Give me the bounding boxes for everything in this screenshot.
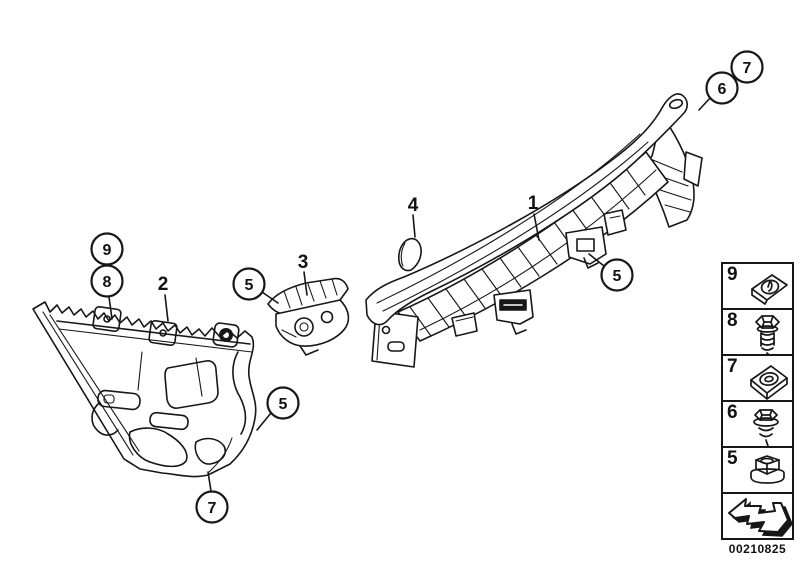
- part-3-label[interactable]: 3: [298, 252, 309, 273]
- flanged-screw-washer-icon: [753, 409, 779, 447]
- part-4-label[interactable]: 4: [408, 195, 419, 216]
- callout-5-right[interactable]: 5: [600, 258, 634, 292]
- svg-text:7: 7: [208, 500, 217, 517]
- callout-9-left[interactable]: 9: [90, 232, 124, 266]
- body-clip-nut-icon: [750, 365, 788, 400]
- image-number: 00210825: [728, 542, 787, 556]
- legend-item-9-number: 9: [727, 264, 738, 285]
- part-1-label[interactable]: 1: [528, 193, 539, 214]
- svg-text:9: 9: [103, 242, 112, 259]
- svg-text:7: 7: [743, 60, 752, 77]
- legend-item-7[interactable]: 7: [721, 354, 794, 402]
- legend-item-5[interactable]: 5: [721, 446, 794, 494]
- legend-item-9[interactable]: 9: [721, 262, 794, 310]
- legend-item-5-number: 5: [727, 448, 738, 469]
- part-1-drawing[interactable]: [365, 93, 703, 368]
- callout-5-bracket[interactable]: 5: [266, 386, 300, 420]
- svg-text:6: 6: [718, 81, 727, 98]
- callout-5-mid[interactable]: 5: [232, 267, 266, 301]
- self-tapping-screw-icon: [755, 315, 780, 356]
- leader-lines: [108, 96, 712, 492]
- callout-7-top[interactable]: 7: [730, 50, 764, 84]
- part-4-drawing[interactable]: [398, 237, 422, 272]
- sheet-metal-clip-nut-icon: [751, 274, 788, 305]
- legend-item-6[interactable]: 6: [721, 400, 794, 448]
- svg-text:5: 5: [279, 396, 288, 413]
- fastener-legend: 9 8 7: [721, 262, 794, 540]
- svg-text:5: 5: [613, 268, 622, 285]
- legend-item-7-number: 7: [727, 356, 738, 377]
- back-arrow-icon: [728, 498, 792, 537]
- legend-item-6-number: 6: [727, 402, 738, 423]
- svg-text:5: 5: [245, 277, 254, 294]
- callout-7-bracket[interactable]: 7: [195, 490, 229, 524]
- callout-6-top[interactable]: 6: [705, 71, 739, 105]
- legend-item-8[interactable]: 8: [721, 308, 794, 356]
- flange-hex-nut-icon: [750, 455, 785, 484]
- part-3-drawing[interactable]: [267, 277, 350, 356]
- part-2-drawing[interactable]: [32, 301, 257, 478]
- svg-text:8: 8: [103, 274, 112, 291]
- part-2-label[interactable]: 2: [158, 274, 169, 295]
- legend-item-8-number: 8: [727, 310, 738, 331]
- nav-arrow-box[interactable]: [721, 492, 794, 540]
- callout-8-left[interactable]: 8: [90, 264, 124, 298]
